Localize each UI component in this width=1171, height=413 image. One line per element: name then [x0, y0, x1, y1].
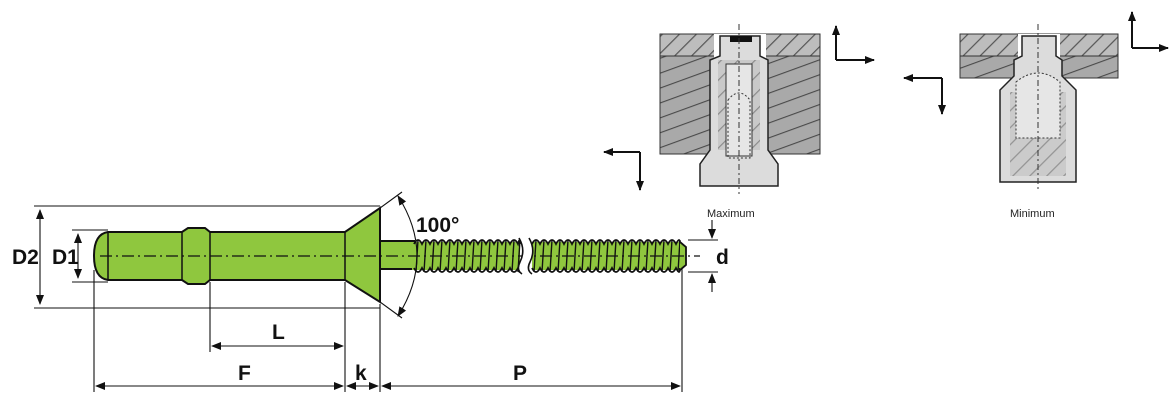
dimension-lines — [34, 191, 718, 392]
rivet-drawing — [92, 206, 700, 304]
label-F: F — [238, 362, 251, 385]
label-D1: D1 — [52, 246, 79, 269]
label-angle: 100° — [416, 214, 459, 237]
section-maximum: Maximum — [659, 24, 821, 220]
label-k: k — [355, 362, 367, 385]
label-d: d — [716, 246, 729, 269]
caption-minimum: Minimum — [1010, 208, 1055, 220]
caption-maximum: Maximum — [707, 208, 755, 220]
label-D2: D2 — [12, 246, 39, 269]
label-P: P — [513, 362, 527, 385]
rivet-body — [92, 206, 381, 304]
section-minimum: Minimum — [959, 24, 1119, 220]
dimension-labels: D2 D1 d L F k P 100° — [12, 214, 729, 385]
mandrel-neck — [379, 240, 415, 270]
label-L: L — [272, 321, 285, 344]
